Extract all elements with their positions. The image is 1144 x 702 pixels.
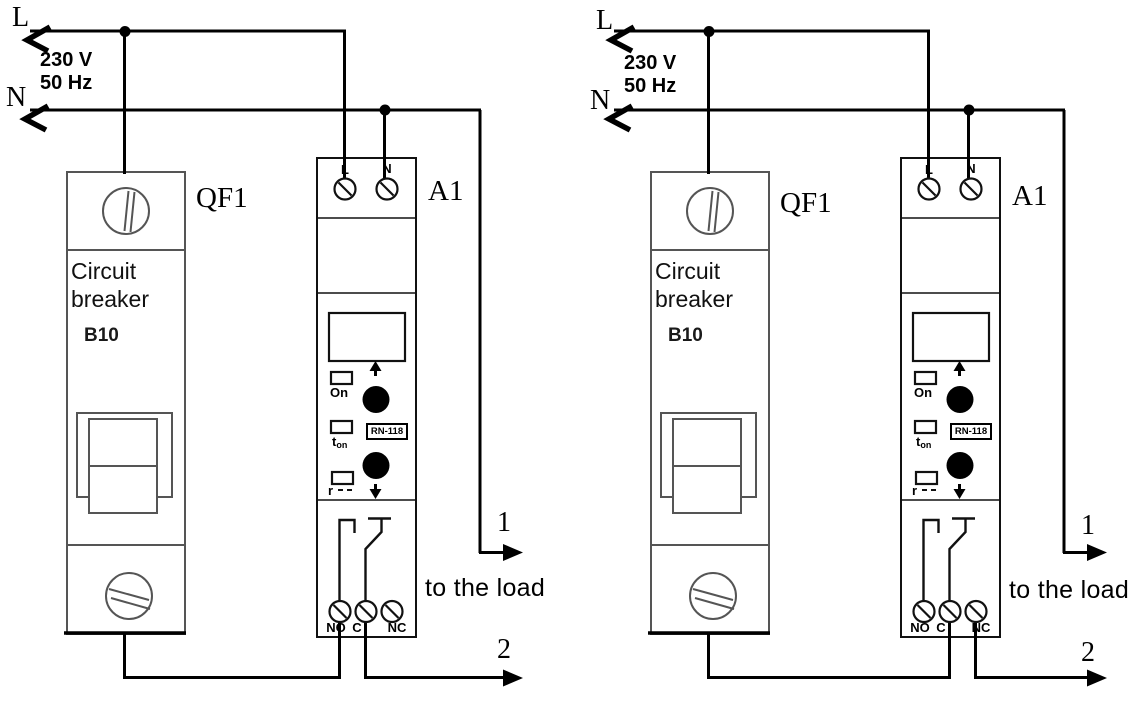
led-r-label: r [328, 483, 334, 498]
screw-terminal-icon [689, 572, 737, 620]
relay-terminal-N-label: N [382, 161, 392, 176]
arrowheads [19, 24, 523, 687]
load-wire-2-label: 2 [497, 634, 511, 665]
junction-dots [119, 26, 391, 116]
screw-terminal-icon [105, 572, 153, 620]
supply-line-label: L [12, 2, 30, 33]
junction-dots [703, 26, 975, 116]
load-wire-1-label: 1 [1081, 510, 1095, 541]
contact-C-label: C [936, 620, 946, 635]
contact-NO-label: NO [326, 620, 346, 635]
supply-neutral-label: N [6, 82, 27, 113]
relay-display [327, 311, 407, 363]
relay-ref-label: A1 [428, 175, 464, 207]
arrow-left-N-icon [603, 103, 634, 133]
supply-line-label: L [596, 5, 614, 36]
contact-C-label: C [352, 620, 362, 635]
diagram-no-contact: L N 230 V 50 Hz QF1 Circuit breaker B10 … [0, 0, 560, 702]
voltage-label: 230 V [40, 49, 93, 71]
junction-dot [703, 26, 715, 37]
contact-NC-label: NC [971, 620, 991, 635]
down-button [946, 452, 974, 479]
down-arrow-icon [369, 484, 382, 499]
up-arrow-icon [369, 361, 382, 376]
junction-dot [379, 104, 391, 116]
breaker-name-line2: breaker [71, 286, 149, 312]
led-ton-label: ton [332, 434, 348, 450]
breaker-details [660, 187, 757, 620]
frequency-label: 50 Hz [624, 75, 677, 97]
contact-NO-label: NO [910, 620, 930, 635]
wires [30, 29, 506, 679]
load-caption: to the load [425, 574, 546, 602]
arrow-right-1-icon [1087, 544, 1107, 561]
led-on-icon [913, 370, 938, 386]
led-ton-label: ton [916, 434, 932, 450]
breaker-ref-label: QF1 [780, 187, 832, 219]
led-on-label: On [914, 385, 933, 400]
down-button [362, 452, 390, 479]
arrow-left-N-icon [19, 103, 50, 133]
breaker-details [76, 187, 173, 620]
relay-model-badge: RN-118 [950, 423, 992, 440]
led-ton-icon [913, 419, 938, 435]
circuit-breaker-box [64, 171, 186, 635]
led-r-icon [330, 470, 355, 486]
load-wire-1-label: 1 [497, 507, 511, 538]
down-arrow-icon [953, 484, 966, 499]
breaker-rating-label: B10 [84, 325, 119, 346]
led-on-label: On [330, 385, 349, 400]
arrow-right-2-icon [1087, 669, 1107, 687]
up-button [362, 386, 390, 413]
arrow-left-L-icon [21, 24, 52, 54]
up-arrow-icon [953, 361, 966, 376]
load-caption: to the load [1009, 576, 1130, 604]
wires [614, 29, 1090, 679]
relay-terminal-N-label: N [966, 161, 976, 176]
changeover-contact-symbol [338, 517, 391, 601]
led-r-label: r [912, 483, 918, 498]
relay-details [327, 177, 407, 624]
relay-model-badge: RN-118 [366, 423, 408, 440]
breaker-name-line2: breaker [655, 286, 733, 312]
breaker-ref-label: QF1 [196, 182, 248, 214]
diagram-graphics [603, 24, 1107, 687]
arrow-left-L-icon [605, 24, 636, 54]
diagram-graphics [19, 24, 523, 687]
voltage-label: 230 V [624, 52, 677, 74]
led-on-icon [329, 370, 354, 386]
breaker-name-line1: Circuit [655, 258, 721, 284]
junction-dot [963, 104, 975, 116]
breaker-rating-label: B10 [668, 325, 703, 346]
up-button [946, 386, 974, 413]
arrowheads [603, 24, 1107, 687]
circuit-breaker-box [648, 171, 770, 635]
relay-terminal-L-label: L [341, 162, 349, 177]
diagram-nc-contact: L N 230 V 50 Hz QF1 Circuit breaker B10 … [584, 0, 1144, 702]
frequency-label: 50 Hz [40, 72, 93, 94]
arrow-right-2-icon [503, 669, 523, 687]
changeover-contact-symbol [922, 517, 975, 601]
junction-dot [119, 26, 131, 37]
supply-neutral-label: N [590, 85, 611, 116]
relay-display [911, 311, 991, 363]
relay-ref-label: A1 [1012, 180, 1048, 212]
led-ton-icon [329, 419, 354, 435]
led-r-icon [914, 470, 939, 486]
relay-terminal-L-label: L [925, 162, 933, 177]
load-wire-2-label: 2 [1081, 637, 1095, 668]
relay-details [911, 177, 991, 624]
contact-NC-label: NC [387, 620, 407, 635]
breaker-name-line1: Circuit [71, 258, 137, 284]
arrow-right-1-icon [503, 544, 523, 561]
